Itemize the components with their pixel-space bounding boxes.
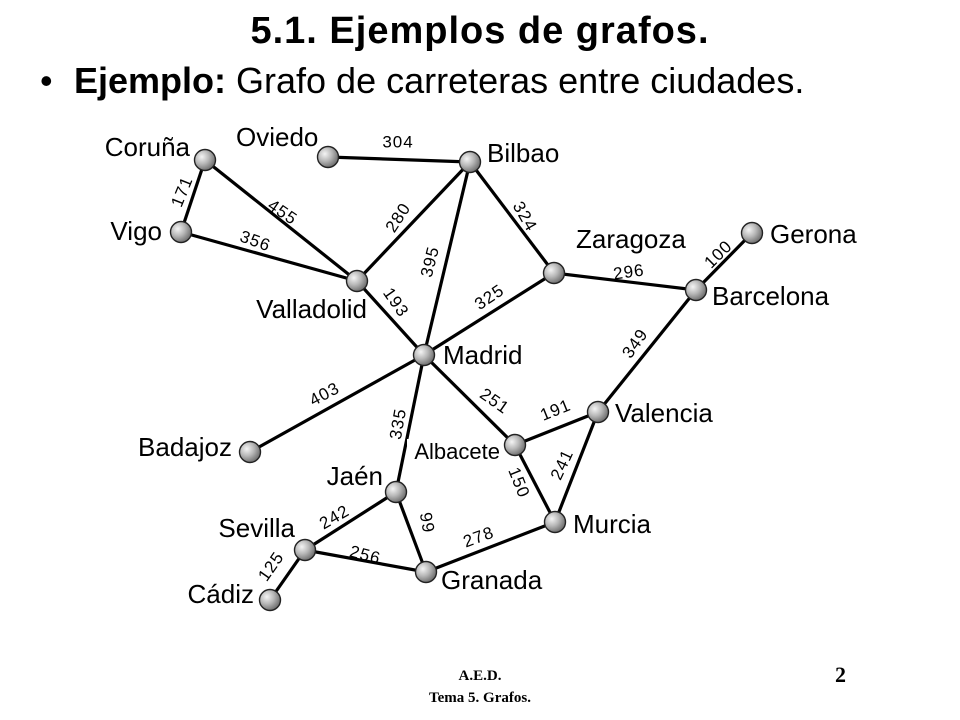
bullet-text: Grafo de carreteras entre ciudades.	[226, 60, 805, 101]
city-label-jaen: Jaén	[327, 461, 383, 491]
edge-barcelona-gerona	[694, 231, 754, 292]
node-coruna	[193, 148, 217, 172]
node-murcia	[543, 510, 567, 534]
node-valencia	[586, 400, 610, 424]
city-label-bilbao: Bilbao	[487, 138, 559, 168]
node-zaragoza	[542, 261, 566, 285]
edge-weight-valladolid-bilbao: 280	[382, 199, 415, 236]
edge-barcelona-valencia	[596, 288, 698, 414]
edge-oviedo-bilbao	[327, 155, 471, 164]
edge-weight-valladolid-madrid: 193	[379, 284, 413, 321]
city-label-valencia: Valencia	[615, 398, 713, 428]
edge-weight-bilbao-madrid: 395	[417, 244, 443, 279]
node-badajoz	[238, 440, 262, 464]
edge-weight-barcelona-valencia: 349	[618, 325, 652, 362]
edge-madrid-jaen	[394, 354, 426, 493]
node-gerona	[740, 221, 764, 245]
city-label-oviedo: Oviedo	[236, 122, 318, 152]
footer-topic: Tema 5. Grafos.	[429, 690, 531, 706]
edge-weight-madrid-zaragoza: 325	[471, 281, 508, 314]
edge-vigo-valladolid	[180, 230, 358, 283]
edge-madrid-albacete	[422, 353, 517, 447]
slide-title: 5.1. Ejemplos de grafos.	[250, 10, 710, 52]
edge-jaen-sevilla	[304, 490, 397, 552]
edge-madrid-badajoz	[249, 353, 425, 454]
node-barcelona	[684, 278, 708, 302]
nodes-layer	[169, 145, 764, 612]
edge-albacete-murcia	[513, 444, 557, 523]
edge-coruna-valladolid	[204, 158, 358, 283]
edge-weight-vigo-valladolid: 356	[237, 227, 273, 256]
node-bilbao	[458, 150, 482, 174]
edge-bilbao-zaragoza	[468, 161, 556, 274]
edge-valladolid-bilbao	[355, 160, 472, 283]
albacete-label-background	[407, 439, 502, 465]
node-oviedo	[316, 145, 340, 169]
edge-weight-sevilla-granada: 256	[348, 542, 383, 568]
bullet-dot: •	[40, 60, 53, 101]
edge-valencia-murcia	[553, 411, 600, 523]
edge-weight-albacete-valencia: 191	[538, 395, 574, 424]
edge-madrid-zaragoza	[423, 271, 555, 357]
edges-layer	[179, 155, 754, 601]
edge-weight-coruna-vigo: 171	[167, 174, 196, 210]
edge-weight-zaragoza-barcelona: 296	[612, 260, 646, 283]
city-label-gerona: Gerona	[770, 219, 857, 249]
city-label-granada: Granada	[441, 565, 543, 595]
bullet-bold-text: Ejemplo:	[74, 60, 227, 101]
city-label-cadiz: Cádiz	[188, 579, 254, 609]
city-label-badajoz: Badajoz	[138, 432, 232, 462]
edge-sevilla-granada	[304, 548, 427, 574]
node-sevilla	[293, 538, 317, 562]
city-label-valladolid: Valladolid	[256, 294, 367, 324]
city-label-sevilla: Sevilla	[218, 513, 295, 543]
footer: A.E.D. Tema 5. Grafos.	[0, 668, 960, 712]
edge-weight-bilbao-zaragoza: 324	[509, 198, 541, 235]
city-label-madrid: Madrid	[443, 340, 522, 370]
city-label-coruna: Coruña	[105, 132, 191, 162]
bullet-line: • Ejemplo: Grafo de carreteras entre ciud…	[40, 60, 804, 102]
city-label-zaragoza: Zaragoza	[576, 224, 686, 254]
node-madrid	[412, 343, 436, 367]
edge-jaen-granada	[394, 491, 428, 573]
edge-granada-murcia	[425, 520, 556, 574]
city-label-murcia: Murcia	[573, 509, 652, 539]
edge-weight-jaen-granada: 99	[416, 511, 438, 535]
edge-weight-oviedo-bilbao: 304	[382, 132, 413, 151]
city-label-albacete: Albacete	[414, 439, 500, 464]
edge-weight-coruna-valladolid: 455	[264, 196, 301, 229]
node-cadiz	[258, 588, 282, 612]
edge-bilbao-madrid	[422, 161, 472, 356]
city-label-vigo: Vigo	[110, 216, 162, 246]
city-label-barcelona: Barcelona	[712, 281, 830, 311]
edge-weight-jaen-sevilla: 242	[316, 501, 353, 533]
edge-albacete-valencia	[514, 410, 599, 447]
page-number: 2	[835, 662, 846, 687]
footer-course: A.E.D.	[458, 668, 502, 684]
edge-zaragoza-barcelona	[553, 271, 697, 292]
node-vigo	[169, 220, 193, 244]
node-valladolid	[345, 269, 369, 293]
edge-valladolid-madrid	[355, 279, 426, 357]
node-jaen	[384, 480, 408, 504]
edge-weight-barcelona-gerona: 100	[700, 236, 736, 272]
node-albacete	[503, 433, 527, 457]
edge-coruna-vigo	[179, 159, 207, 233]
node-granada	[414, 560, 438, 584]
